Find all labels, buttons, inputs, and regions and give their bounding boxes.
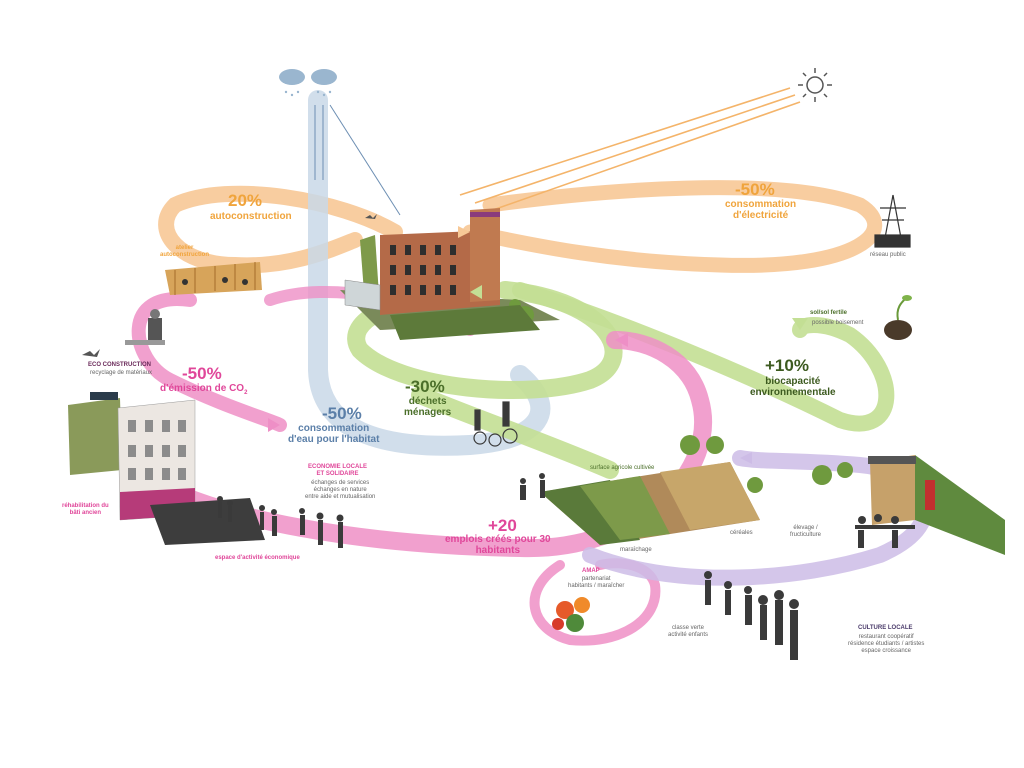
cloud-rain-icon bbox=[279, 69, 337, 97]
tree-icon bbox=[680, 435, 853, 493]
economie-locale-txt: échanges de services échanges en nature … bbox=[305, 480, 376, 501]
surface-label: surface agricole cultivée bbox=[590, 465, 655, 471]
barn-building bbox=[868, 455, 1005, 555]
old-buildings bbox=[68, 392, 265, 545]
dechets-pct: -30% bbox=[405, 377, 445, 396]
emploi-pct: +20 bbox=[488, 516, 517, 535]
eau-label: consommation d'eau pour l'habitat bbox=[288, 423, 380, 445]
vegetables-icon bbox=[552, 597, 590, 632]
eco-construction-title: ECO CONSTRUCTION bbox=[88, 362, 151, 368]
arrow-marker bbox=[792, 318, 808, 330]
maraichage-label: maraîchage bbox=[620, 547, 652, 553]
sol-sub-label: possible boisement bbox=[812, 320, 864, 326]
co2-label: d'émission de CO2 bbox=[160, 383, 248, 396]
crowd-bottom bbox=[704, 571, 799, 660]
flow-green-agriculture bbox=[411, 386, 619, 479]
seedling-icon bbox=[884, 295, 912, 340]
dechets-label: déchets ménagers bbox=[404, 396, 452, 418]
arrow-marker bbox=[470, 285, 482, 299]
biocapacite-label: biocapacité environnementale bbox=[750, 376, 836, 398]
sol-label: sol/sol fertile bbox=[810, 310, 848, 316]
pedestrians-left bbox=[217, 496, 344, 548]
autoconstruction-label: autoconstruction bbox=[210, 211, 292, 222]
cereales-label: céréales bbox=[730, 530, 753, 536]
electricite-label: consommation d'électricité bbox=[725, 199, 797, 221]
rain-lines bbox=[314, 104, 401, 216]
arrow-markers bbox=[268, 333, 628, 432]
flow-orange-electricite bbox=[462, 180, 883, 273]
elevage-label: élevage / fructiculture bbox=[790, 525, 822, 539]
flow-green-biocapacite bbox=[512, 282, 895, 432]
flow-pink-economie bbox=[131, 292, 287, 432]
amap-title: AMAP bbox=[582, 568, 600, 574]
reseau-label: réseau public bbox=[870, 252, 906, 258]
activite-label: espace d'activité économique bbox=[215, 555, 300, 561]
amap-txt: partenariat habitants / maraîcher bbox=[568, 576, 625, 590]
eco-construction-txt: recyclage de matériaux bbox=[90, 370, 153, 376]
co2-pct: -50% bbox=[182, 364, 222, 383]
farmer-figure bbox=[520, 473, 545, 500]
emploi-label: emplois créés pour 30 habitants bbox=[445, 534, 551, 556]
biocapacite-pct: +10% bbox=[765, 356, 809, 375]
rehabilitation-label: réhabilitation du bâti ancien bbox=[62, 503, 109, 517]
eau-pct: -50% bbox=[322, 404, 362, 423]
economie-locale-title: ECONOMIE LOCALE ET SOLIDAIRE bbox=[308, 464, 368, 478]
autoconstruction-pct: 20% bbox=[228, 191, 263, 210]
sun-rays bbox=[459, 87, 801, 212]
culture-txt: restaurant coopératif résidence étudiant… bbox=[848, 634, 925, 655]
arrow-marker bbox=[740, 452, 752, 464]
sun-icon bbox=[798, 68, 832, 102]
diners bbox=[855, 514, 915, 548]
cyclists bbox=[473, 401, 518, 447]
arrow-marker bbox=[458, 226, 470, 238]
central-building bbox=[340, 208, 560, 340]
bird-icon bbox=[82, 349, 100, 357]
flow-blue-water-column bbox=[308, 90, 551, 456]
power-pylon-icon bbox=[874, 194, 911, 248]
atelier-structure bbox=[165, 262, 262, 295]
worker-figure bbox=[125, 309, 165, 345]
flow-orange-autoconstruction bbox=[158, 185, 403, 274]
atelier-label: atelier autoconstruction bbox=[160, 245, 209, 259]
classe-verte-label: classe verte activité enfants bbox=[668, 625, 709, 639]
farmland bbox=[540, 435, 853, 545]
electricite-pct: -50% bbox=[735, 180, 775, 199]
bird-icon bbox=[365, 214, 377, 219]
culture-title: CULTURE LOCALE bbox=[858, 625, 913, 631]
